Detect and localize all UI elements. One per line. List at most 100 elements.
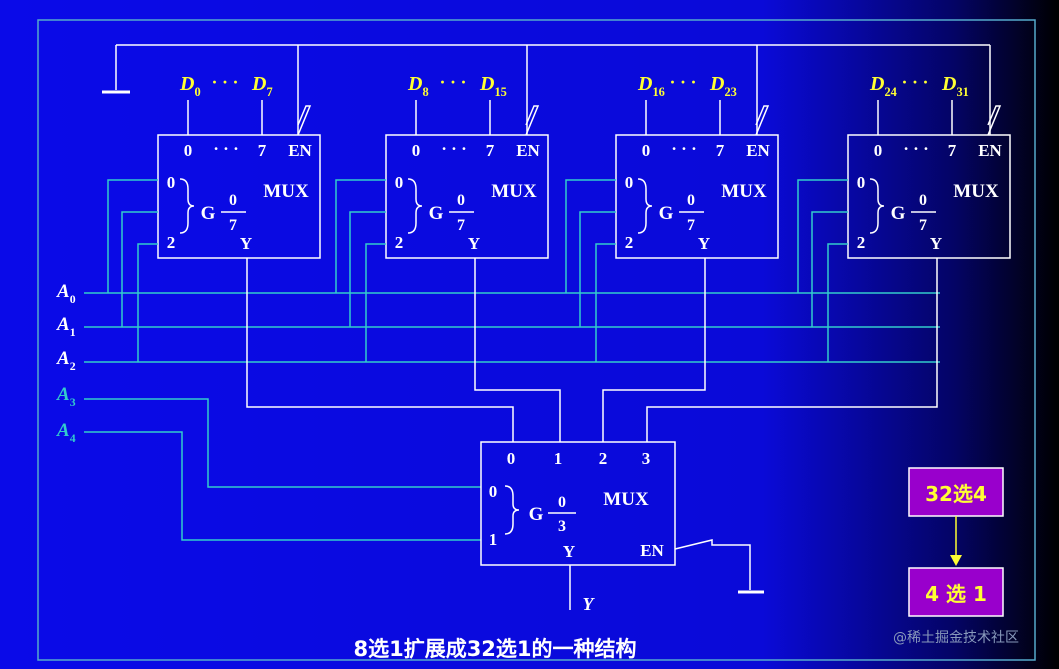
arrow-down-icon [950,555,962,566]
data-last-label: D7 [251,73,273,99]
data-last-label-subscript: 23 [724,85,736,99]
mux-output-label: Y [468,234,480,253]
address-label-letter: A [56,314,70,335]
address-label-letter: A [56,384,70,405]
data-dots: · · · [211,72,238,92]
data-first-label-letter: D [637,73,652,95]
mux-input-dots: · · · [903,139,929,158]
mux-output-label: Y [240,234,252,253]
address-label-subscript: 3 [70,396,76,409]
final-mux-en: EN [640,541,664,560]
mux-input-0: 0 [642,141,651,160]
address-tap-wire [107,179,158,293]
address-label-letter: A [56,420,70,441]
address-label: A0 [56,281,76,306]
address-a4-wire [84,431,481,541]
enable-notch [525,105,540,136]
mux-name: MUX [491,181,537,202]
mux-box [615,134,779,259]
final-mux-input-2: 2 [599,449,608,468]
data-first-label-letter: D [869,73,884,95]
data-first-label-subscript: 24 [884,85,896,99]
address-label-subscript: 0 [70,293,76,306]
mux-g: G [429,203,444,224]
mux-select-0: 0 [857,173,866,192]
data-first-label-subscript: 0 [194,85,200,99]
flow-box-bottom [908,567,1004,617]
mux-input-dots: · · · [671,139,697,158]
mux-name: MUX [263,181,309,202]
watermark: @稀土掘金技术社区 [893,630,1019,646]
final-mux-output: Y [563,542,575,561]
mux-g-denominator: 7 [919,217,927,234]
enable-notch [297,105,312,136]
mux-select-0: 0 [167,173,176,192]
mux-g-denominator: 7 [687,217,695,234]
mux-brace [407,178,423,234]
mux-en-label: EN [288,141,312,160]
data-last-label-letter: D [251,73,266,95]
address-label-subscript: 2 [70,360,76,373]
final-mux-en-wire [674,539,751,590]
data-last-label-letter: D [709,73,724,95]
final-mux-brace [504,485,520,535]
mux-input-dots: · · · [213,139,239,158]
mux-brace [179,178,195,234]
address-label-subscript: 1 [70,326,76,339]
mux-name: MUX [721,181,767,202]
mux-g-denominator: 7 [229,217,237,234]
address-tap-wire [579,211,616,327]
address-label-subscript: 4 [70,432,76,445]
mux-g: G [891,203,906,224]
address-label-letter: A [56,348,70,369]
address-label: A1 [56,314,76,339]
mux-en-label: EN [746,141,770,160]
mux-brace [869,178,885,234]
mux-select-2: 2 [857,233,866,252]
mux-output-label: Y [930,234,942,253]
mux-g-denominator: 7 [457,217,465,234]
final-mux-select-1: 1 [489,530,498,549]
address-tap-wire [595,243,616,362]
final-mux-g: G [529,504,544,525]
data-first-label: D16 [637,73,665,99]
data-first-label-subscript: 8 [422,85,428,99]
data-first-label: D8 [407,73,429,99]
address-tap-wire [811,211,848,327]
final-mux-input-0: 0 [507,449,516,468]
address-tap-wire [827,243,848,362]
outer-frame [37,19,1036,661]
data-last-label-subscript: 31 [956,85,968,99]
enable-bus [102,44,991,135]
mux-select-2: 2 [395,233,404,252]
address-label-letter: A [56,281,70,302]
final-mux-name: MUX [603,489,649,510]
mux-g-numerator: 0 [229,192,237,209]
address-tap-wire [349,211,386,327]
mux-g-numerator: 0 [457,192,465,209]
mux-g: G [659,203,674,224]
address-tap-wire [335,179,386,293]
mux-input-0: 0 [874,141,883,160]
final-mux-g-numerator: 0 [558,494,566,511]
final-mux-g-denominator: 3 [558,518,566,535]
address-tap-wire [565,179,616,293]
mux-input-dots: · · · [441,139,467,158]
data-dots: · · · [901,72,928,92]
address-label: A4 [56,420,76,445]
mux-box [385,134,549,259]
address-label: A3 [56,384,76,409]
address-tap-wire [365,243,386,362]
mux-output-label: Y [698,234,710,253]
mux-input-0: 0 [184,141,193,160]
mux-select-0: 0 [395,173,404,192]
mux-input-7: 7 [258,141,267,160]
mux-g-numerator: 0 [919,192,927,209]
mux-input-7: 7 [716,141,725,160]
flow-box-top [908,467,1004,517]
